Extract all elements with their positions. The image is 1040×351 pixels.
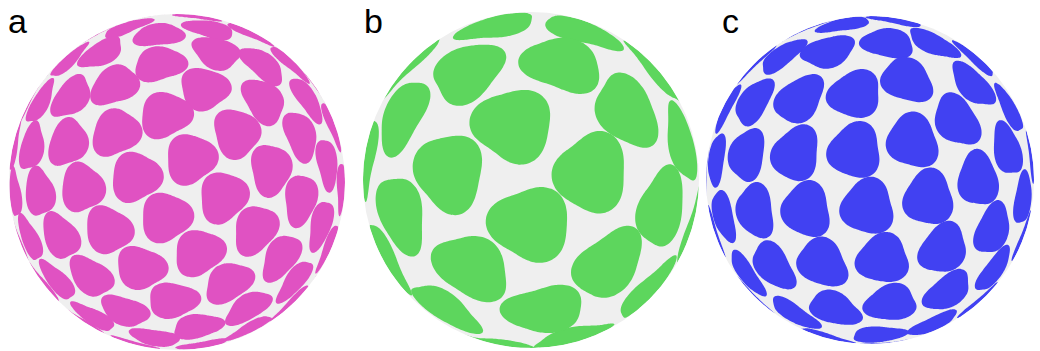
- particle: [48, 117, 89, 166]
- particle: [175, 338, 227, 349]
- particle: [142, 92, 194, 139]
- particle: [19, 120, 45, 169]
- sphere: [363, 12, 699, 348]
- panel-label: a: [8, 4, 27, 38]
- particle: [469, 90, 550, 165]
- particle: [238, 48, 282, 86]
- particle: [712, 190, 737, 243]
- particle: [87, 205, 135, 254]
- particle: [886, 112, 939, 168]
- particle: [635, 164, 682, 246]
- sphere-ground: [706, 16, 1034, 344]
- particle: [735, 182, 773, 238]
- panel-label: c: [722, 4, 739, 38]
- particle: [135, 46, 188, 82]
- particle: [26, 78, 54, 122]
- particle: [708, 133, 726, 187]
- sphere-ground: [9, 14, 345, 350]
- particle: [207, 263, 256, 305]
- particle: [800, 35, 855, 68]
- particle: [753, 240, 797, 289]
- particle: [133, 23, 186, 46]
- particle: [859, 28, 913, 59]
- particle: [227, 23, 274, 47]
- particle: [363, 121, 379, 202]
- particle: [285, 176, 318, 229]
- particle: [922, 269, 969, 309]
- particle: [910, 28, 961, 58]
- particle: [43, 211, 81, 259]
- particle: [168, 134, 219, 186]
- particle: [809, 290, 863, 325]
- particle: [143, 193, 194, 244]
- particle: [174, 314, 225, 340]
- particle: [518, 38, 599, 94]
- particle: [70, 255, 115, 297]
- particle: [191, 37, 241, 71]
- particle: [500, 285, 582, 333]
- particle: [571, 226, 642, 298]
- particle: [50, 74, 90, 117]
- particle: [902, 167, 953, 224]
- particle: [62, 162, 106, 213]
- particle: [129, 328, 180, 347]
- particle: [917, 221, 966, 272]
- particle: [801, 328, 856, 343]
- particle: [177, 230, 227, 277]
- particle: [839, 177, 893, 234]
- sphere: [9, 14, 345, 350]
- particle: [486, 187, 567, 263]
- particle: [101, 295, 151, 327]
- particle: [994, 120, 1023, 173]
- particle: [957, 149, 999, 204]
- particle: [935, 92, 982, 144]
- particle: [26, 165, 56, 215]
- particle: [770, 124, 817, 181]
- particle: [172, 14, 222, 21]
- particle: [315, 140, 337, 192]
- particle: [118, 246, 168, 290]
- particle: [815, 17, 869, 33]
- sphere-ground: [363, 12, 699, 348]
- particle: [826, 69, 879, 118]
- sphere: [706, 16, 1034, 344]
- panel-label: b: [364, 4, 383, 38]
- particle: [10, 166, 23, 216]
- particle: [93, 108, 143, 157]
- particle: [880, 57, 933, 102]
- particle: [735, 78, 774, 126]
- particle: [854, 326, 909, 342]
- particle: [780, 180, 829, 237]
- particle: [973, 200, 1009, 252]
- particle: [826, 121, 879, 178]
- particle: [90, 64, 140, 105]
- particle: [862, 283, 916, 320]
- particle: [431, 236, 506, 302]
- particle: [251, 145, 293, 198]
- particle: [337, 164, 345, 216]
- particle: [865, 16, 920, 27]
- particle: [796, 237, 848, 287]
- particle: [77, 36, 121, 67]
- particle: [907, 309, 957, 335]
- particle: [728, 128, 765, 182]
- particle: [18, 213, 43, 260]
- particle: [773, 74, 824, 123]
- particle: [464, 334, 542, 348]
- particle: [376, 179, 423, 257]
- particle: [1013, 169, 1032, 223]
- particle: [236, 206, 280, 256]
- particle: [855, 232, 909, 282]
- particle: [453, 13, 532, 40]
- particle: [413, 136, 482, 216]
- particle: [214, 110, 261, 161]
- particle: [150, 283, 201, 319]
- particle: [202, 173, 250, 225]
